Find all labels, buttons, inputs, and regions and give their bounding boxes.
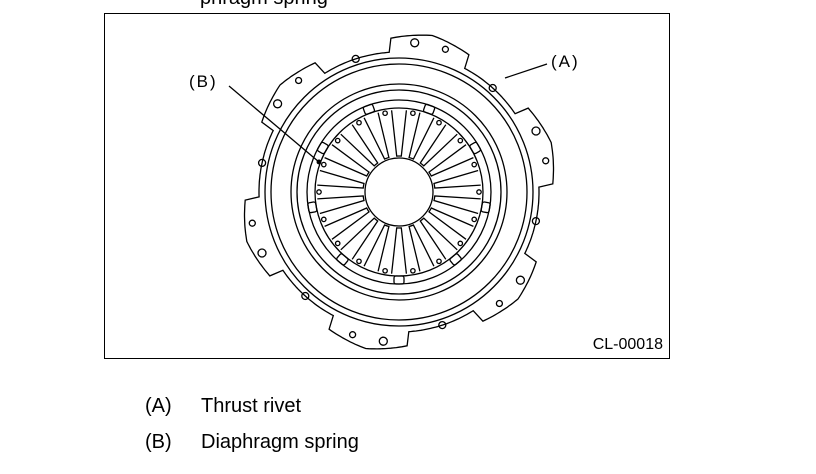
- mounting-hole: [410, 38, 420, 48]
- finger-slot-hole: [356, 258, 362, 265]
- finger-slot-hole: [410, 110, 416, 117]
- legend: (A) Thrust rivet (B) Diaphragm spring: [145, 388, 359, 460]
- bolt-hole: [301, 291, 310, 301]
- finger-slot-hole: [334, 240, 341, 247]
- finger-slot-hole: [356, 119, 362, 126]
- leader-line-a: [504, 63, 548, 79]
- clutch-cover-drawing: [228, 34, 555, 350]
- center-bore: [364, 157, 434, 227]
- cover-outer-ring: [264, 57, 534, 327]
- thrust-rivet: [307, 201, 318, 214]
- finger-slot-hole: [471, 161, 478, 168]
- mounting-hole: [378, 336, 388, 346]
- finger-slot-hole: [320, 216, 327, 223]
- leader-line-b: [228, 85, 320, 163]
- clutch-cover-figure: (A) (B) CL-00018: [104, 13, 670, 359]
- finger-slot-hole: [457, 137, 464, 144]
- diaphragm-finger: [390, 227, 408, 274]
- diaphragm-finger: [340, 217, 379, 260]
- thrust-rivet: [393, 275, 405, 285]
- leader-dot-b: [316, 159, 322, 165]
- thrust-rivet: [449, 253, 462, 266]
- finger-slot-hole: [436, 119, 442, 126]
- mounting-hole: [441, 45, 450, 53]
- finger-slot-hole: [436, 258, 442, 265]
- thrust-rivet: [362, 103, 376, 115]
- thrust-rivet: [480, 201, 491, 214]
- callout-label-a: (A): [551, 52, 580, 71]
- diaphragm-finger: [390, 110, 408, 157]
- mounting-hole: [248, 219, 256, 227]
- figure-id-label: CL-00018: [592, 336, 663, 353]
- legend-text: Diaphragm spring: [201, 430, 359, 453]
- finger-slot-hole: [410, 267, 416, 274]
- legend-text: Thrust rivet: [201, 394, 302, 417]
- diaphragm-finger: [363, 112, 390, 160]
- section-heading: phragm spring: [200, 0, 328, 8]
- diaphragm-finger: [433, 169, 481, 189]
- finger-slot-hole: [316, 189, 322, 195]
- diaphragm-finger: [419, 217, 458, 260]
- diaphragm-finger: [324, 144, 370, 177]
- diaphragm-finger: [340, 124, 379, 167]
- bolt-hole: [488, 83, 497, 93]
- diaphragm-finger: [324, 207, 370, 240]
- mounting-hole: [272, 99, 283, 109]
- mounting-hole: [257, 248, 267, 258]
- diaphragm-finger: [363, 224, 390, 272]
- cover-flange-outline: [243, 34, 555, 350]
- callout-label-b: (B): [189, 72, 218, 91]
- mounting-hole: [515, 275, 526, 285]
- diaphragm-finger: [428, 144, 474, 177]
- mounting-hole: [531, 126, 541, 136]
- cover-step-ring: [290, 83, 508, 301]
- finger-slot-hole: [457, 240, 464, 247]
- thrust-rivet: [469, 141, 482, 155]
- cover-outer-ring-inner: [270, 63, 528, 321]
- diaphragm-finger: [317, 195, 365, 215]
- mounting-hole: [542, 157, 550, 165]
- bolt-hole: [257, 158, 267, 168]
- finger-slot-hole: [476, 189, 482, 195]
- diaphragm-outer-ring: [306, 99, 492, 285]
- bolt-hole: [438, 320, 447, 330]
- bolt-hole: [351, 54, 360, 64]
- thrust-rivet: [336, 253, 349, 266]
- finger-slot-hole: [382, 110, 388, 117]
- bolt-hole: [531, 216, 541, 226]
- diaphragm-finger: [408, 112, 435, 160]
- diaphragm-finger: [408, 224, 435, 272]
- diaphragm-finger: [433, 195, 481, 215]
- mounting-hole: [294, 76, 303, 85]
- mounting-hole: [495, 299, 504, 308]
- legend-key: (B): [145, 430, 172, 453]
- thrust-rivet: [422, 103, 436, 115]
- finger-slot-hole: [334, 137, 341, 144]
- finger-slot-hole: [471, 216, 478, 223]
- thrust-rivet: [316, 141, 329, 155]
- legend-item: (A) Thrust rivet: [145, 388, 359, 424]
- diaphragm-finger: [317, 169, 365, 189]
- legend-key: (A): [145, 394, 172, 417]
- cover-step-ring-inner: [296, 89, 502, 295]
- diaphragm-ring-inner: [314, 107, 484, 277]
- finger-slot-hole: [320, 161, 327, 168]
- diaphragm-finger: [428, 207, 474, 240]
- finger-slot-hole: [382, 267, 388, 274]
- mounting-hole: [348, 331, 357, 339]
- diaphragm-finger: [419, 124, 458, 167]
- legend-item: (B) Diaphragm spring: [145, 424, 359, 460]
